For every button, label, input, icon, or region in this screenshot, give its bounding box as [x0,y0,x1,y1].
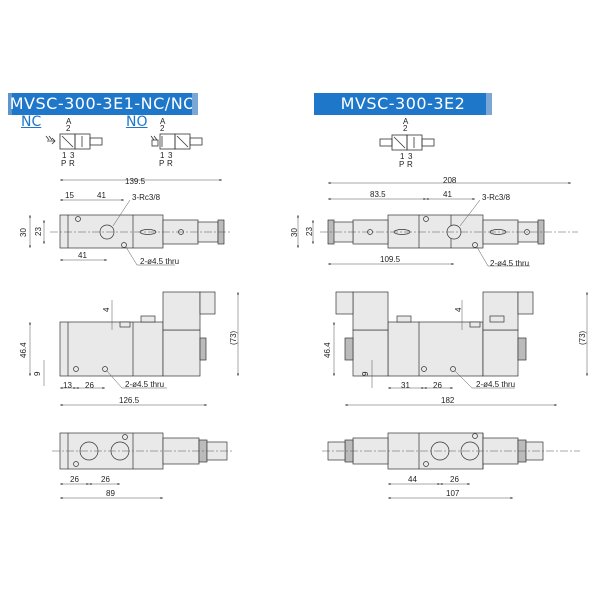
3e2-port-a: A [403,117,409,126]
nc-port-a: A [66,117,72,126]
right-side-hole-callout: 2-ø4.5 thru [476,380,515,389]
right-side-overall-length: 182 [441,396,455,405]
right-top-port-callout: 3-Rc3/8 [482,193,511,202]
right-bottom-dim-26: 26 [450,475,459,484]
right-side-dim-26: 26 [433,381,442,390]
3e2-port-a-num: 2 [403,124,408,133]
left-bottom-dim-26b: 26 [101,475,110,484]
left-model-banner: MVSC-300-3E1-NC/NO [8,93,198,115]
no-port-p: P [159,159,164,168]
left-top-view [59,214,225,249]
left-top-height-23: 23 [34,227,43,236]
right-side-dim-31: 31 [401,381,410,390]
right-side-dim-4: 4 [454,307,463,312]
left-bottom-overall-length: 89 [106,489,115,498]
left-side-view [59,291,216,377]
3e2-port-p: P [399,160,404,169]
banner-left-cap [8,93,12,115]
3e2-port-r-num: 3 [408,152,413,161]
right-bottom-dim-44: 44 [408,475,417,484]
left-top-dim-15: 15 [65,191,74,200]
nc-port-p: P [61,159,66,168]
no-port-a: A [160,117,166,126]
banner-right-cap [486,93,492,115]
left-side-overall-length: 126.5 [119,396,140,405]
no-port-r: R [167,159,173,168]
left-side-height-46-4: 46.4 [19,342,28,358]
no-valve-symbol [150,133,203,150]
right-model-banner: MVSC-300-3E2 [314,93,492,115]
right-side-height-46-4: 46.4 [323,342,332,358]
left-side-dim-4: 4 [102,307,111,312]
left-top-hole-callout: 2-ø4.5 thru [140,257,179,266]
left-bottom-dim-26a: 26 [70,475,79,484]
left-side-height-73: (73) [229,330,238,345]
right-model-title: MVSC-300-3E2 [340,94,466,113]
3e2-port-p-num: 1 [400,152,405,161]
right-top-height-30: 30 [290,228,299,237]
left-side-dim-9: 9 [33,371,42,376]
no-label: NO [126,114,148,130]
left-model-title: MVSC-300-3E1-NC/NO [9,94,197,113]
nc-label: NC [21,114,42,130]
right-top-overall-length: 208 [443,176,457,185]
left-top-dim-41-bottom: 41 [78,251,87,260]
right-side-view [335,291,534,377]
right-top-dim-109-5: 109.5 [380,255,401,264]
right-top-height-23: 23 [305,227,314,236]
nc-port-a-num: 2 [66,124,71,133]
nc-valve-symbol [45,133,103,150]
no-port-r-num: 3 [168,151,173,160]
left-top-height-30: 30 [19,228,28,237]
right-side-dim-9: 9 [361,371,370,376]
right-top-hole-callout: 2-ø4.5 thru [490,259,529,268]
right-top-dim-83-5: 83.5 [370,190,386,199]
no-port-p-num: 1 [160,151,165,160]
left-top-dim-41: 41 [97,191,106,200]
right-side-height-73: (73) [578,330,587,345]
banner-right-cap [192,93,198,115]
no-port-a-num: 2 [160,124,165,133]
left-side-dim-26: 26 [85,381,94,390]
nc-port-r-num: 3 [70,151,75,160]
nc-port-r: R [69,159,75,168]
right-top-view [327,214,545,249]
right-bottom-overall-length: 107 [446,489,460,498]
left-side-dim-13: 13 [63,381,72,390]
right-top-dim-41: 41 [443,190,452,199]
nc-port-p-num: 1 [62,151,67,160]
left-top-overall-length: 139.5 [125,177,146,186]
3e2-valve-symbol [379,134,435,151]
left-side-hole-callout: 2-ø4.5 thru [125,380,164,389]
left-top-port-callout: 3-Rc3/8 [132,193,161,202]
3e2-port-r: R [407,160,413,169]
